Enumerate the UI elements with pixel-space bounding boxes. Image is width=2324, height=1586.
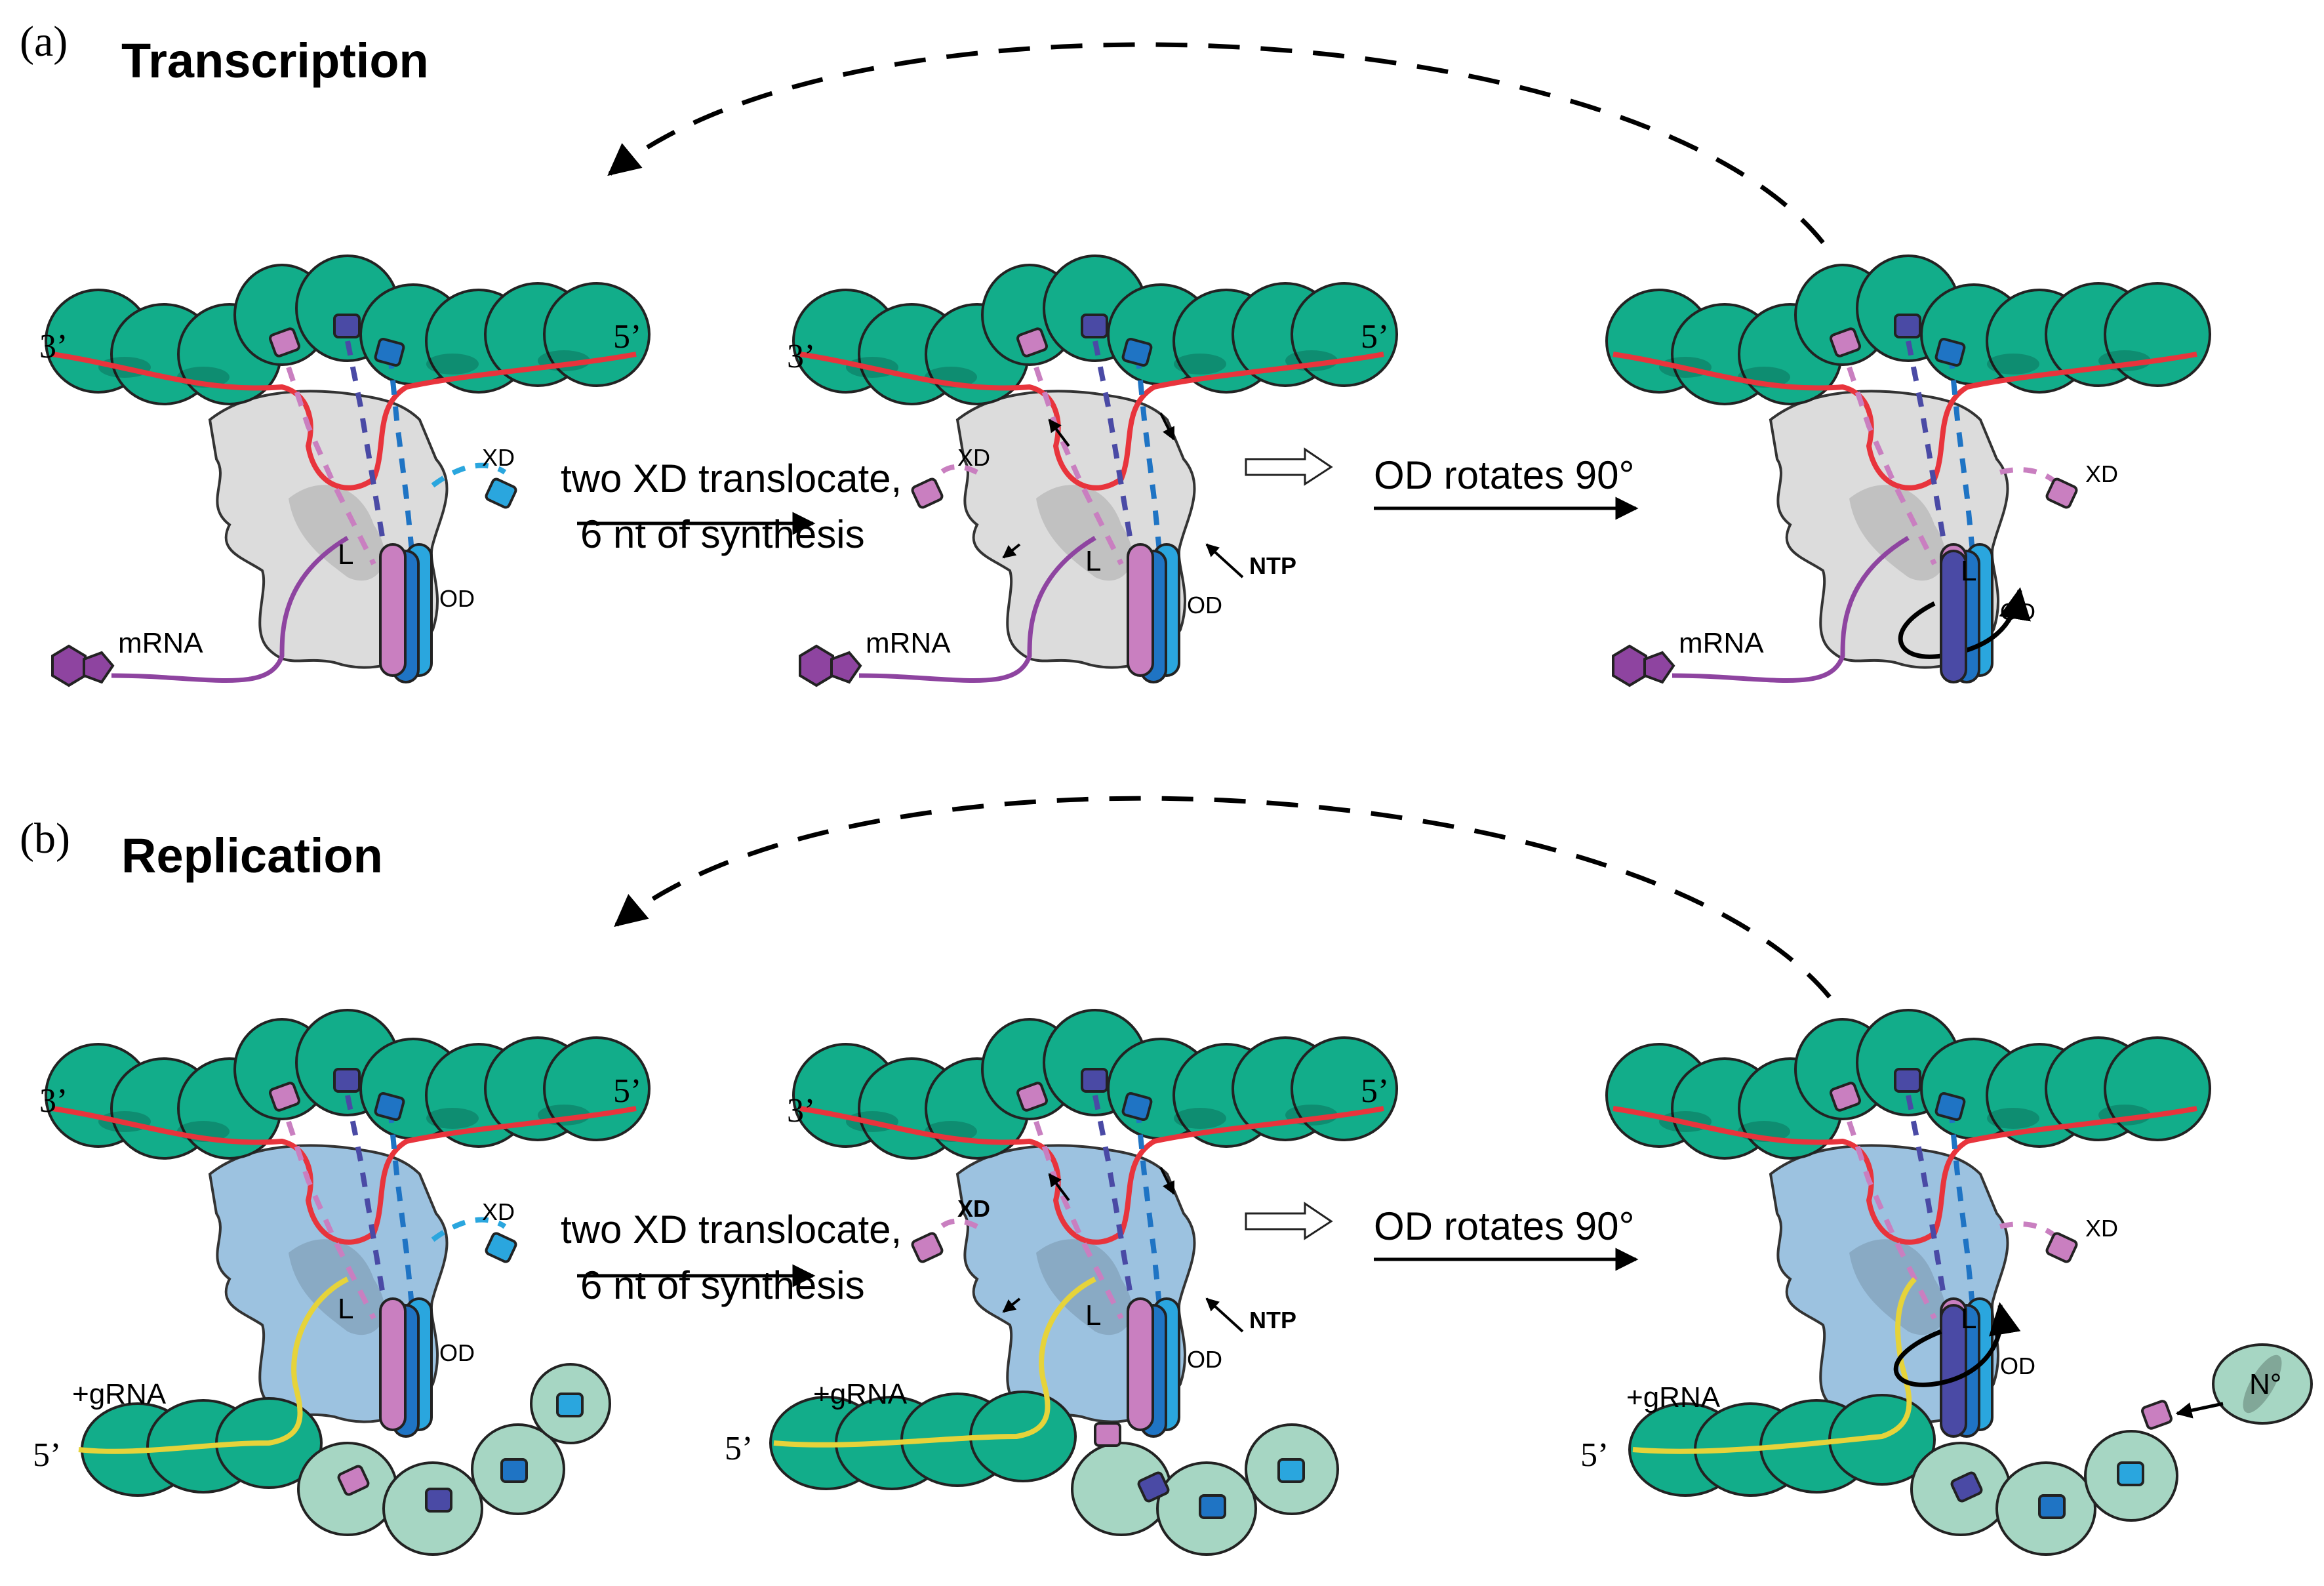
- xd-label: XD: [957, 444, 990, 471]
- five-prime-label: 5’: [613, 1072, 641, 1110]
- od-label: OD: [2000, 598, 2035, 625]
- translocation-open-arrow-icon: [1245, 447, 1333, 486]
- xd-label: XD: [482, 1198, 515, 1225]
- panel-b: (b) Replication 3’: [20, 796, 2313, 1556]
- grna-five-prime-label: 5’: [1580, 1436, 1609, 1474]
- panel-a: (a) Transcription 3’ 5’ XD L OD mRNA two…: [20, 18, 2210, 687]
- panel-a-title: Transcription: [121, 33, 429, 88]
- translocation-open-arrow-icon: [1245, 1202, 1333, 1240]
- l-label: L: [1961, 1303, 1976, 1335]
- grna-label: +gRNA: [813, 1378, 908, 1410]
- panel-b-letter: (b): [20, 815, 70, 863]
- od-label: OD: [1187, 592, 1222, 619]
- grna-label: +gRNA: [1626, 1381, 1721, 1413]
- l-label: L: [1085, 1299, 1101, 1332]
- grna-label: +gRNA: [72, 1378, 167, 1410]
- panel-b-step1-line2: 6 nt of synthesis: [580, 1263, 865, 1307]
- cap-hexagon-icon: [799, 644, 834, 687]
- panel-b-step1-line1: two XD translocate,: [561, 1208, 902, 1251]
- mrna-label: mRNA: [1679, 627, 1764, 659]
- panel-b-complex-2: 3’ 5’ XD L OD NTP +gRNA 5’: [725, 1010, 1397, 1556]
- l-label: L: [1085, 545, 1101, 577]
- panel-a-return-arrow: [607, 42, 1825, 245]
- rotation-arrow-icon: [1893, 1302, 2021, 1387]
- three-prime-label: 3’: [787, 338, 815, 375]
- five-prime-label: 5’: [613, 318, 641, 356]
- l-label: L: [338, 539, 353, 571]
- xd-label: XD: [2085, 1215, 2118, 1242]
- five-prime-label: 5’: [1361, 318, 1389, 356]
- ntp-label: NTP: [1249, 552, 1296, 579]
- panel-a-step1-line2: 6 nt of synthesis: [580, 512, 865, 556]
- panel-a-step2-line1: OD rotates 90°: [1374, 453, 1635, 497]
- grna-five-prime-label: 5’: [725, 1430, 753, 1467]
- panel-b-complex-3: XD L OD +gRNA 5’ N°: [1580, 1010, 2313, 1556]
- xd-label: XD: [482, 444, 515, 471]
- panel-a-complex-3: 5’ XD L OD mRNA: [1607, 256, 2210, 687]
- cap-hexagon-icon: [1612, 644, 1647, 687]
- panel-b-return-arrow: [614, 796, 1832, 999]
- panel-a-complex-1: 3’ 5’ XD L OD mRNA: [39, 256, 649, 687]
- l-label: L: [338, 1293, 353, 1325]
- panel-b-complex-1: 3’ 5’ XD L OD +gRNA 5’: [33, 1010, 649, 1556]
- l-label: L: [1961, 555, 1976, 587]
- xd-label: XD: [2085, 460, 2118, 487]
- od-label: OD: [1187, 1346, 1222, 1373]
- three-prime-label: 3’: [39, 328, 68, 365]
- panel-a-complex-2: 3’ 5’ XD L OD NTP mRNA: [787, 256, 1397, 687]
- od-label: OD: [439, 1339, 475, 1366]
- panel-a-letter: (a): [20, 18, 68, 66]
- ntp-label: NTP: [1249, 1307, 1296, 1333]
- five-prime-label: 5’: [1361, 1072, 1389, 1110]
- xd-label: XD: [957, 1195, 990, 1222]
- od-label: OD: [439, 585, 475, 612]
- cap-hexagon-icon: [51, 644, 87, 687]
- three-prime-label: 3’: [787, 1092, 815, 1129]
- panel-a-step1-line1: two XD translocate,: [561, 457, 902, 500]
- panel-b-step2-line1: OD rotates 90°: [1374, 1204, 1635, 1248]
- mrna-label: mRNA: [866, 627, 951, 659]
- grna-five-prime-label: 5’: [33, 1436, 61, 1474]
- panel-b-title: Replication: [121, 828, 383, 883]
- od-label: OD: [2000, 1352, 2035, 1379]
- mrna-label: mRNA: [118, 627, 203, 659]
- three-prime-label: 3’: [39, 1082, 68, 1120]
- n-zero-label: N°: [2249, 1368, 2281, 1400]
